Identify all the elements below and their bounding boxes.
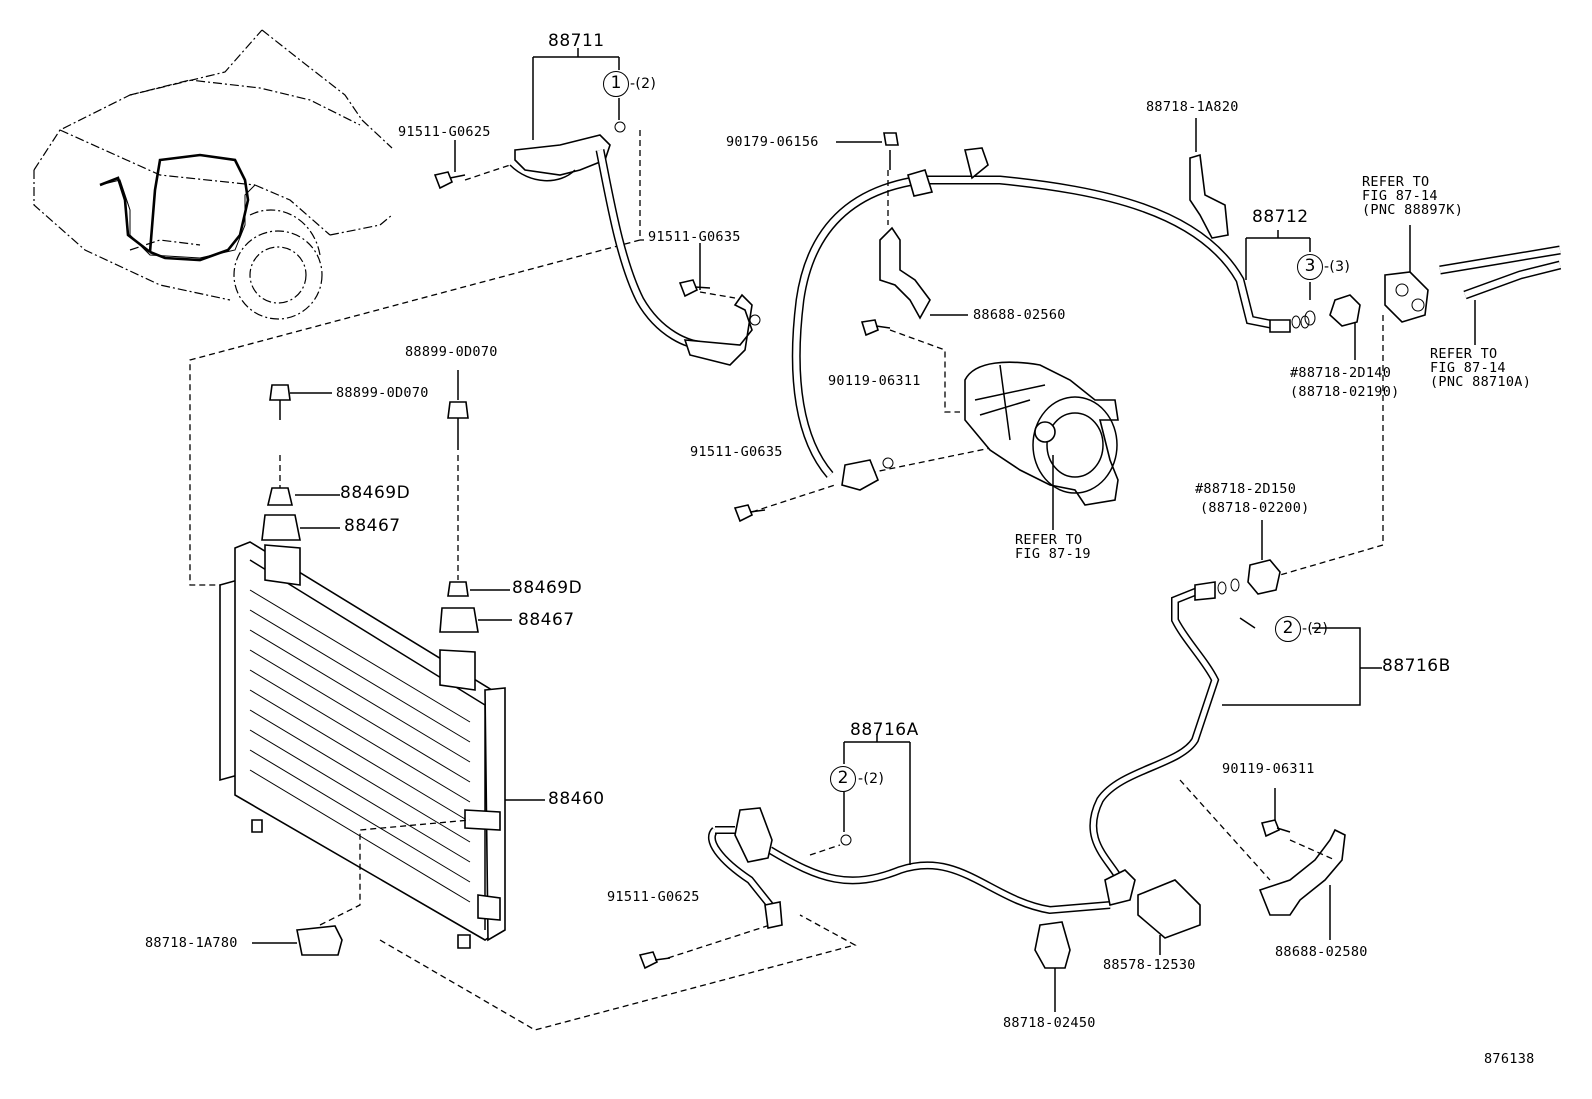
reference-top-right-line1: REFER TO [1362, 174, 1430, 190]
callout-3: 3 [1297, 254, 1323, 280]
label-88718-02450: 88718-02450 [1003, 1015, 1096, 1031]
insulator-88467-right-icon [439, 607, 479, 633]
reference-right-line3: (PNC 88710A) [1430, 374, 1532, 390]
label-88467-left: 88467 [344, 516, 401, 536]
label-91511-g0635-a: 91511-G0635 [648, 229, 741, 245]
cap-88718-2d150-icon [1247, 559, 1281, 595]
label-88716b: 88716B [1382, 656, 1451, 676]
label-88899-0d070-left: 88899-0D070 [336, 385, 429, 401]
label-88718-2d140: #88718-2D140 [1290, 365, 1392, 381]
reference-compressor-line2: FIG 87-19 [1015, 546, 1091, 562]
diagram-id: 876138 [1484, 1051, 1535, 1067]
label-88469d-right: 88469D [512, 578, 583, 598]
condenser-group-outline [189, 239, 641, 586]
reference-top-right-line2: FIG 87-14 [1362, 188, 1438, 204]
fitting-88897k-icon [1384, 271, 1429, 323]
vehicle-outline-sketch [33, 29, 393, 320]
bolt-88899-right-icon [447, 401, 469, 419]
callout-1-qty: -(2) [630, 76, 657, 92]
label-88688-02560: 88688-02560 [973, 307, 1066, 323]
callout-2-right-qty: -(2) [1302, 621, 1329, 637]
label-88711: 88711 [548, 31, 605, 51]
label-88718-2d150: #88718-2D150 [1195, 481, 1297, 497]
compressor-icon [964, 361, 1119, 506]
cushion-88469d-left-icon [266, 487, 294, 506]
label-91511-g0635-b: 91511-G0635 [690, 444, 783, 460]
callout-1: 1 [603, 71, 629, 97]
reference-top-right-line3: (PNC 88897K) [1362, 202, 1464, 218]
callout-2-bottom: 2 [830, 766, 856, 792]
suction-tube [791, 147, 1310, 491]
bracket-88688-02560-icon [879, 226, 931, 320]
label-88712: 88712 [1252, 207, 1309, 227]
cushion-88469d-right-icon [447, 581, 469, 597]
label-88718-02190: (88718-02190) [1290, 384, 1400, 400]
bolt-icons [433, 132, 1291, 970]
block-88578-12530-icon [1137, 879, 1201, 939]
label-88718-1a780: 88718-1A780 [145, 935, 238, 951]
label-88469d-left: 88469D [340, 483, 411, 503]
callout-2-right: 2 [1275, 616, 1301, 642]
reference-compressor-line1: REFER TO [1015, 532, 1083, 548]
label-91511-g0625-top: 91511-G0625 [398, 124, 491, 140]
label-88716a: 88716A [850, 720, 919, 740]
bracket-88688-02580-icon [1258, 828, 1346, 916]
label-88899-0d070-right: 88899-0D070 [405, 344, 498, 360]
label-88718-02200: (88718-02200) [1200, 500, 1310, 516]
condenser-88460-icon [219, 541, 506, 949]
bracket-88718-1a780-icon [296, 925, 343, 956]
label-90179-06156: 90179-06156 [726, 134, 819, 150]
label-88718-1a820: 88718-1A820 [1146, 99, 1239, 115]
label-88688-02580: 88688-02580 [1275, 944, 1368, 960]
label-90119-06311-right: 90119-06311 [1222, 761, 1315, 777]
clamp-88718-02450-icon [1034, 921, 1071, 969]
label-90119-06311-top: 90119-06311 [828, 373, 921, 389]
bolt-88899-left-icon [269, 384, 291, 401]
label-88467-right: 88467 [518, 610, 575, 630]
reference-right-line2: FIG 87-14 [1430, 360, 1506, 376]
reference-right: REFER TO FIG 87-14 (PNC 88710A) [1430, 347, 1531, 389]
reference-right-line1: REFER TO [1430, 346, 1498, 362]
liquid-tube-88716 [707, 578, 1240, 929]
label-88460: 88460 [548, 789, 605, 809]
discharge-hose-88711 [509, 121, 761, 366]
label-88578-12530: 88578-12530 [1103, 957, 1196, 973]
callout-2-bottom-qty: -(2) [858, 771, 885, 787]
bracket-88718-1a820-icon [1189, 153, 1229, 239]
insulator-88467-left-icon [261, 514, 301, 541]
callout-3-qty: -(3) [1324, 259, 1351, 275]
label-91511-g0625-bottom: 91511-G0625 [607, 889, 700, 905]
reference-top-right: REFER TO FIG 87-14 (PNC 88897K) [1362, 175, 1463, 217]
reference-compressor: REFER TO FIG 87-19 [1015, 533, 1091, 561]
cap-88718-2d140-icon [1329, 294, 1361, 327]
